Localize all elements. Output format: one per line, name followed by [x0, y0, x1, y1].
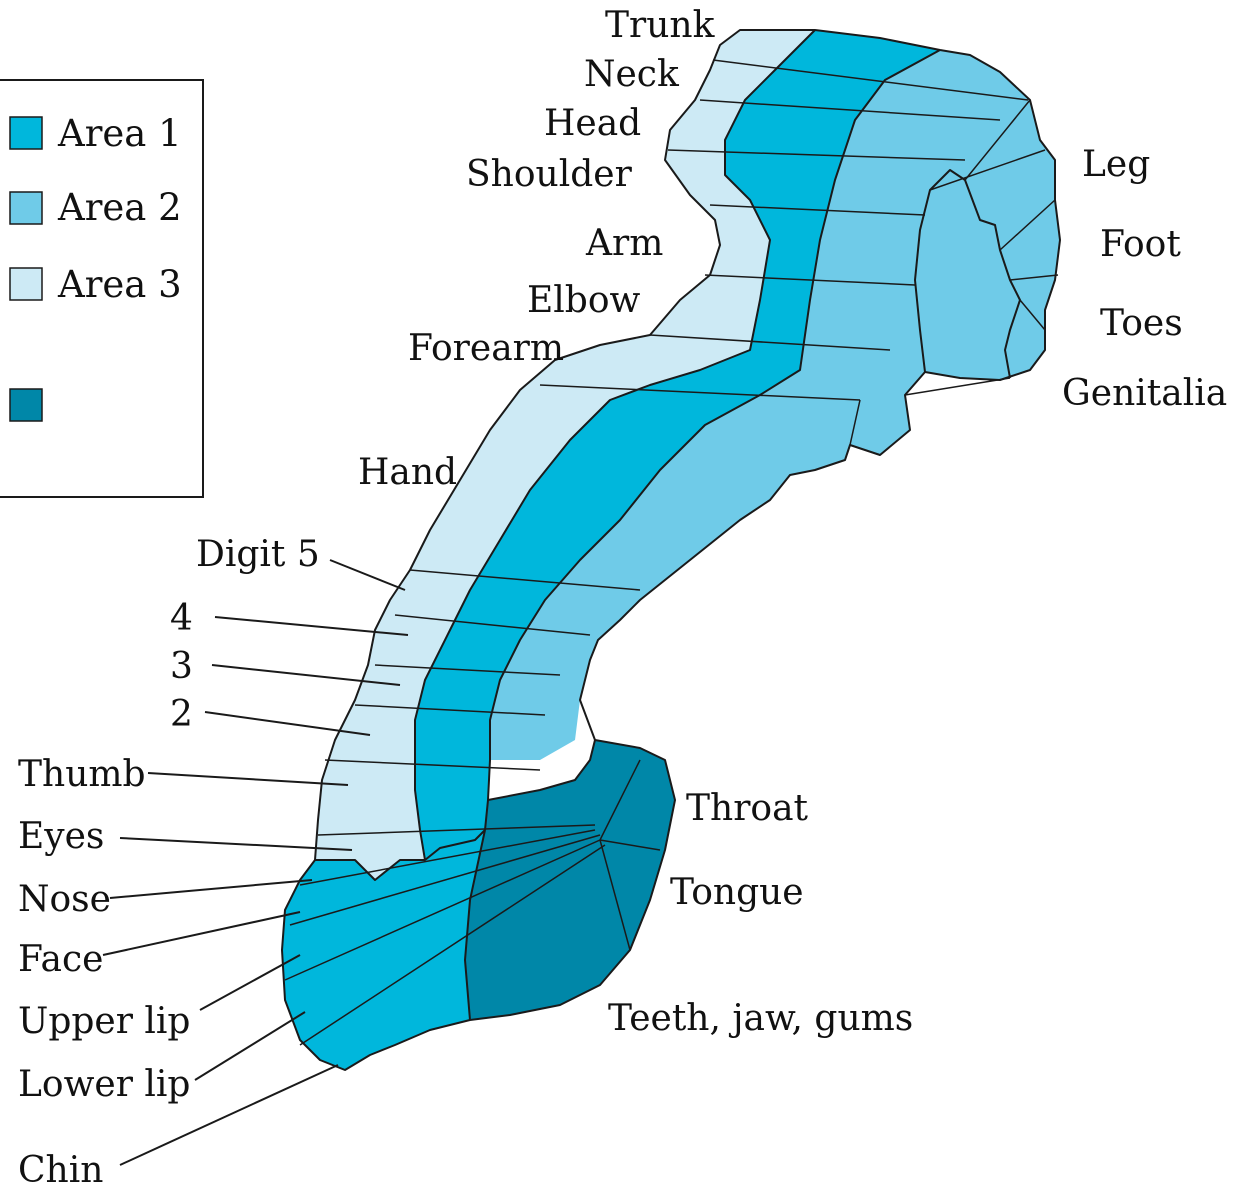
cortex-strip [282, 30, 1060, 1070]
label-genitalia: Genitalia [1062, 373, 1227, 414]
label-forearm: Forearm [408, 328, 564, 369]
label-leg: Leg [1082, 144, 1150, 185]
label-nose: Nose [18, 879, 111, 920]
label-hand: Hand [358, 452, 457, 493]
legend: Area 1 Area 2 Area 3 [0, 80, 203, 497]
label-eyes: Eyes [18, 816, 104, 857]
label-head: Head [544, 103, 641, 144]
legend-label-area1: Area 1 [57, 112, 182, 155]
label-neck: Neck [584, 54, 680, 95]
legend-swatch-area1 [10, 117, 42, 149]
label-trunk: Trunk [605, 5, 716, 46]
label-shoulder: Shoulder [466, 154, 633, 195]
label-toes: Toes [1100, 303, 1183, 344]
label-arm: Arm [585, 223, 663, 264]
label-digit5: Digit 5 [196, 534, 320, 575]
label-upper-lip: Upper lip [18, 1001, 190, 1042]
label-digit4: 4 [170, 598, 193, 639]
legend-label-area2: Area 2 [57, 186, 182, 229]
label-tongue: Tongue [670, 872, 804, 913]
label-elbow: Elbow [527, 280, 641, 321]
label-lower-lip: Lower lip [18, 1064, 190, 1105]
label-digit2: 2 [170, 694, 193, 735]
legend-swatch-area3 [10, 268, 42, 300]
label-foot: Foot [1100, 224, 1181, 265]
label-digit3: 3 [170, 646, 193, 687]
legend-swatch-area2 [10, 192, 42, 224]
label-face: Face [18, 939, 103, 980]
label-thumb: Thumb [18, 754, 146, 795]
legend-label-area3: Area 3 [57, 263, 182, 306]
label-throat: Throat [686, 788, 809, 829]
legend-swatch-area4 [10, 389, 42, 421]
label-chin: Chin [18, 1150, 103, 1190]
label-teeth-jaw-gums: Teeth, jaw, gums [608, 998, 913, 1039]
